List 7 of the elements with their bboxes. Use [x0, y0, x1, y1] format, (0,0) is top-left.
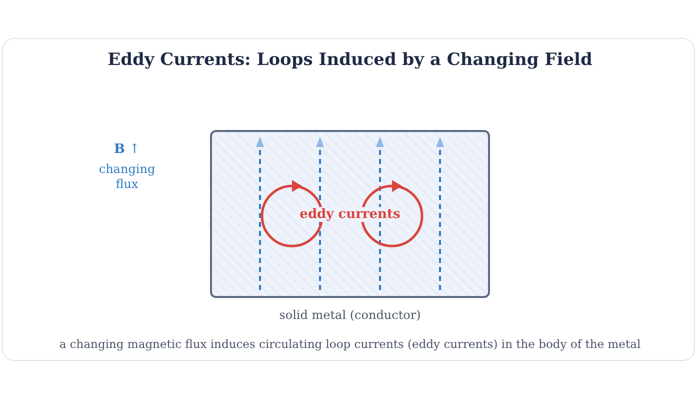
- metal-plate: [210, 130, 490, 298]
- diagram-title: Eddy Currents: Loops Induced by a Changing Field: [106, 50, 594, 70]
- diagram-caption: a changing magnetic flux induces circulating loop currents (eddy currents) in the body of the metal: [58, 337, 642, 351]
- field-symbol: B ↑: [112, 142, 142, 157]
- plate-caption: solid metal (conductor): [278, 308, 422, 322]
- flux-label: changing flux: [98, 162, 156, 192]
- loop-label: eddy currents: [296, 207, 404, 222]
